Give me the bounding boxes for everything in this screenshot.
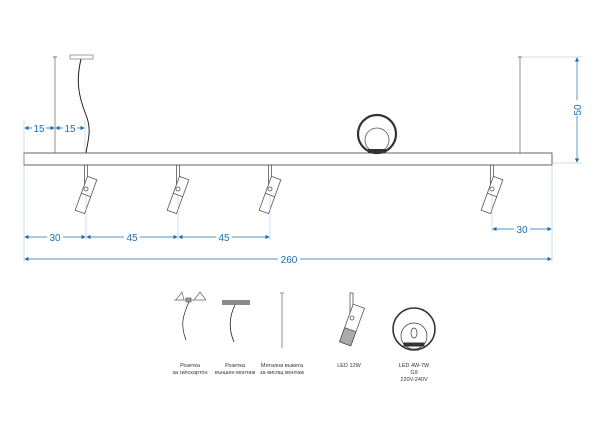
dim-30-left: 30 xyxy=(49,233,61,244)
ring-lamp-label-1: LED 4W-7W xyxy=(399,363,430,369)
surface-socket-label-1: Розетка xyxy=(225,363,246,369)
drywall-socket-label-1: Розетка xyxy=(180,363,201,369)
dim-260-total: 260 xyxy=(281,255,298,266)
suspension-wire-left xyxy=(53,56,57,153)
dim-45-second: 45 xyxy=(218,233,230,244)
suspension-wire-right xyxy=(518,56,522,153)
dim-50-height: 50 xyxy=(573,104,584,116)
surface-socket-illustration xyxy=(222,300,250,343)
dim-15-left: 15 xyxy=(33,124,45,135)
ceiling-canopy-cable xyxy=(69,54,94,154)
led-spot-illustration xyxy=(339,292,365,347)
surface-socket-label-2: външен монтаж xyxy=(215,370,256,376)
metal-wire-label-1: Метални въжета xyxy=(261,363,304,369)
dim-15-right: 15 xyxy=(64,124,76,135)
ring-lamp-label-2: G9 xyxy=(410,370,417,376)
dim-45-first: 45 xyxy=(126,233,138,244)
metal-wire-illustration xyxy=(280,292,284,348)
drywall-socket-illustration xyxy=(174,291,207,341)
led-spot-label: LED 12W xyxy=(337,363,361,369)
ring-lamp-label-3: 220V-240V xyxy=(400,377,428,383)
ring-lamp-illustration xyxy=(392,307,436,351)
metal-wire-label-2: за висящ монтаж xyxy=(260,370,304,376)
dim-30-right: 30 xyxy=(516,225,528,236)
track-bar xyxy=(23,152,553,166)
drywall-socket-label-2: за гипскартон xyxy=(173,370,208,376)
ring-lamp xyxy=(356,113,398,155)
